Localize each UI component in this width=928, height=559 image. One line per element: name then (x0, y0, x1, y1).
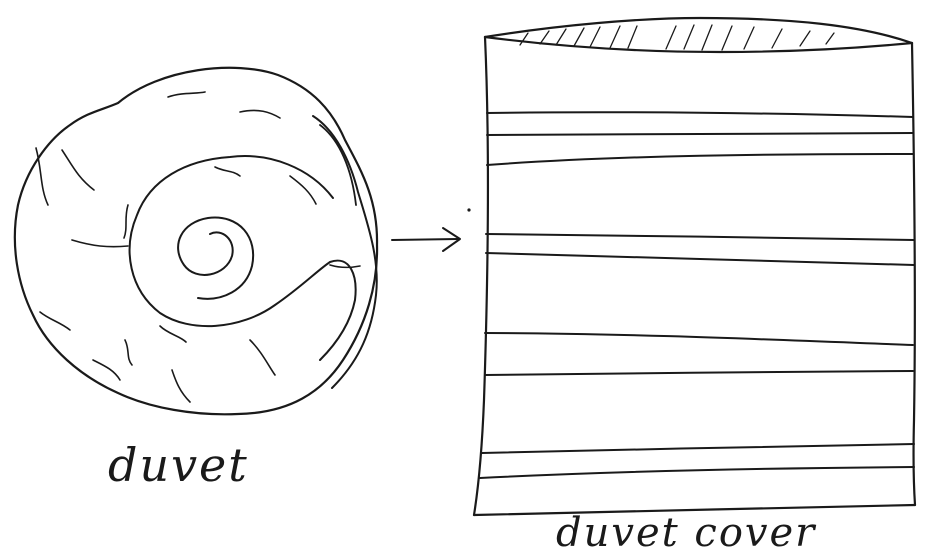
stripe-line (487, 133, 913, 135)
stripe-line (486, 253, 914, 265)
stripe-line (480, 467, 914, 478)
stray-dot (467, 208, 470, 211)
duvet-cover-label: duvet cover (556, 510, 816, 556)
stripe-line (482, 444, 914, 453)
rolled-duvet-drawing (15, 68, 377, 415)
duvet-wrinkles (36, 92, 360, 402)
duvet-label: duvet (108, 438, 249, 492)
duvet-flap-inner (320, 125, 356, 205)
transform-arrow (392, 228, 460, 251)
stripe-line (487, 112, 913, 117)
stripe-line (485, 333, 913, 345)
cover-left-side (474, 37, 488, 515)
stripe-line (486, 234, 914, 240)
duvet-outer-outline (15, 68, 377, 415)
stripe-line (485, 371, 913, 375)
cover-opening-bottom (485, 37, 912, 52)
duvet-inner-coil (178, 218, 253, 299)
arrow-shaft (392, 239, 458, 240)
duvet-cover-drawing (474, 18, 915, 515)
stripe-line (487, 154, 913, 165)
duvet-flap (313, 116, 377, 388)
cover-stripes (480, 112, 914, 478)
cover-right-side (912, 43, 915, 505)
